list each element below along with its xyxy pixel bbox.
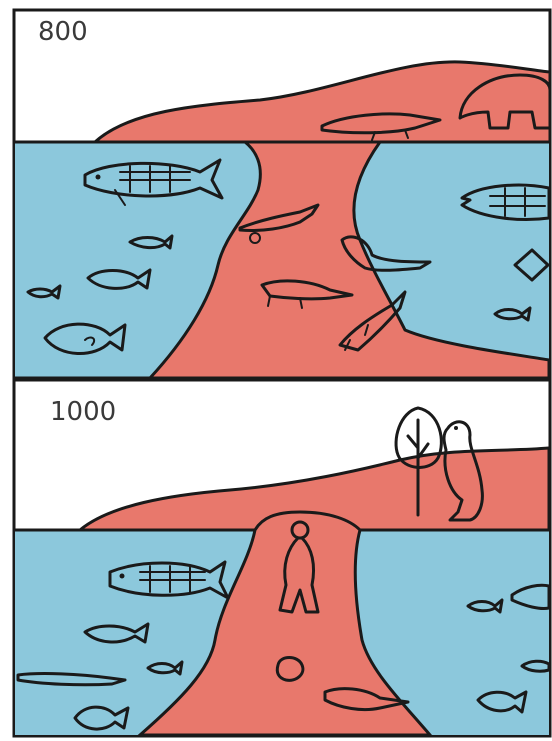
panel-label-800: 800 [38, 17, 88, 47]
panel-label-1000: 1000 [50, 397, 116, 427]
